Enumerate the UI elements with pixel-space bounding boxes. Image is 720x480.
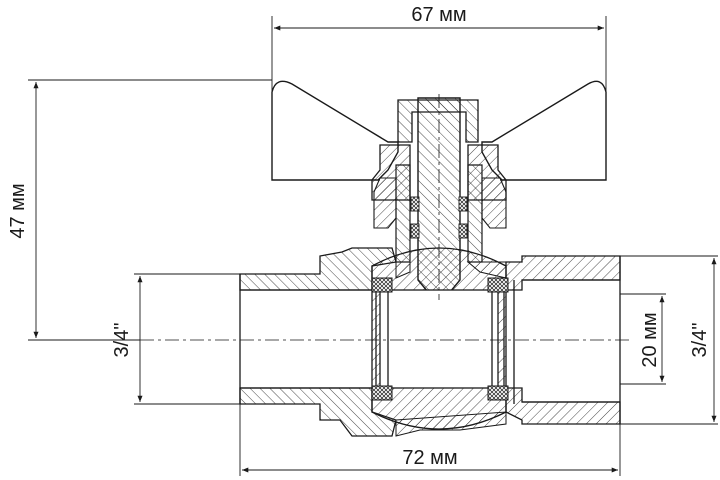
dim-height: 47 мм bbox=[7, 79, 272, 341]
dim-handle-width-label: 67 мм bbox=[411, 4, 466, 26]
stem-assembly bbox=[371, 97, 507, 293]
dim-bore: 20 мм bbox=[620, 293, 666, 385]
dim-height-label: 47 мм bbox=[7, 183, 29, 238]
dim-thread-left: 3/4" bbox=[111, 273, 240, 405]
dim-thread-left-label: 3/4" bbox=[111, 323, 133, 358]
valve-body bbox=[239, 247, 621, 437]
dim-thread-right-label: 3/4" bbox=[689, 323, 711, 358]
butterfly-handle bbox=[271, 80, 607, 181]
dim-handle-width: 67 мм bbox=[271, 4, 607, 180]
dim-length-label: 72 мм bbox=[402, 447, 457, 469]
dim-bore-label: 20 мм bbox=[639, 312, 661, 367]
dim-thread-right: 3/4" bbox=[620, 255, 718, 425]
dim-length: 72 мм bbox=[239, 404, 621, 476]
